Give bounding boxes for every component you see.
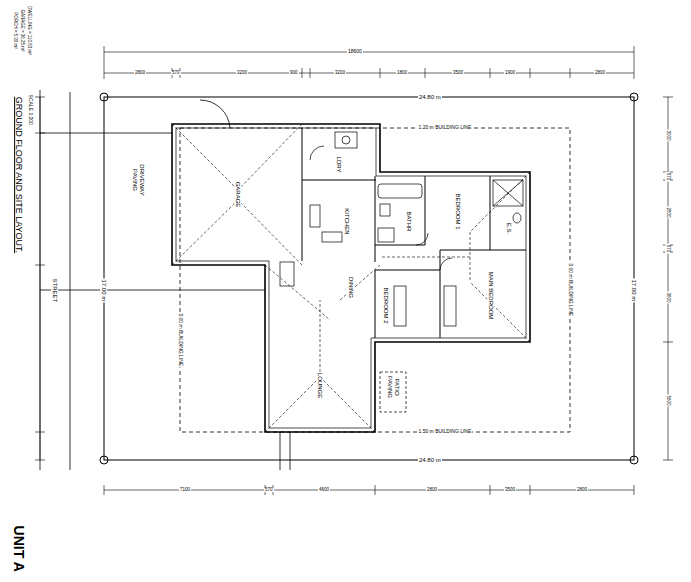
bedroom-room: BEDROOM 1	[427, 178, 488, 244]
room-label-group: MAIN BEDROOM	[487, 270, 494, 320]
room-name: BATHR	[405, 210, 412, 232]
dimension-text: 3000	[666, 129, 671, 141]
dimension-lines	[35, 46, 673, 495]
room-name: BEDROOM 2	[382, 286, 389, 324]
dimension-text: 3500	[452, 71, 464, 76]
bathroom-room: BATHR	[395, 200, 423, 242]
lounge-room: LOUNGE	[300, 345, 340, 425]
room-name: MAIN BEDROOM	[487, 270, 494, 320]
dimension-text: 1900	[504, 71, 516, 76]
dimension-text: 2800	[134, 71, 146, 76]
bedroom-room: BEDROOM 2	[377, 272, 393, 338]
setback-note: 3.00 m BUILDING LINE	[567, 262, 573, 317]
dimension-text: 5600	[666, 394, 671, 406]
external-walls	[172, 124, 530, 432]
dimension-text: 4600	[318, 488, 330, 493]
internal-walls	[302, 128, 526, 338]
dining-room: DINING	[330, 262, 370, 312]
site-boundary	[100, 93, 638, 464]
room-label-group: BEDROOM 2	[382, 286, 389, 324]
room-name: KITCHEN	[343, 207, 350, 235]
ensuite-room: E.S.	[492, 208, 526, 248]
room-name: BEDROOM 1	[454, 192, 461, 230]
room-name: PAVING	[386, 375, 393, 399]
dimension-text: 3200	[334, 71, 346, 76]
dimension-text: 1800	[396, 71, 408, 76]
room-label-group: BEDROOM 1	[454, 192, 461, 230]
room-name: GARAGE	[235, 180, 242, 208]
dimension-text: 2800	[426, 488, 438, 493]
street-name: STREET	[52, 277, 59, 303]
dimension-text: 18600	[347, 49, 363, 55]
dimension-text: 570	[665, 171, 670, 181]
scale-note: SCALE 1:200	[27, 94, 33, 126]
room-name: PATIO	[393, 377, 400, 396]
drawing-title: GROUND FLOOR AND SITE LAYOUT.	[13, 96, 23, 254]
bedroom-room: MAIN BEDROOM	[458, 252, 524, 338]
dimension-text: 3200	[236, 71, 248, 76]
setback-note: 1.50 m BUILDING LINE	[418, 429, 473, 435]
setback-note: 3.00 m BUILDING LINE	[177, 312, 183, 367]
room-label-group: GARAGE	[235, 180, 242, 208]
boundary-dimension: 17.00 m	[631, 278, 638, 302]
room-name: LOUNGE	[317, 371, 324, 398]
room-name: LDRY	[336, 155, 343, 173]
room-label-group: PATIOPAVING	[386, 375, 400, 399]
dimension-text: 570	[264, 488, 274, 493]
unit-name: UNIT A	[10, 524, 25, 572]
dimension-text: 570	[171, 71, 181, 76]
room-name: E.S.	[506, 221, 513, 234]
roof-hip-lines	[172, 124, 530, 432]
room-label-group: BATHR	[405, 210, 412, 232]
room-label-group: E.S.	[506, 221, 513, 234]
dimension-text: 2800	[576, 488, 588, 493]
driveway-area: DRIVEWAYPAVING	[110, 110, 165, 250]
room-name: DINING	[347, 276, 354, 299]
dimension-text: 570	[665, 243, 670, 253]
dimension-text: 3500	[504, 488, 516, 493]
area-note: PORCH = 5.30 m²	[11, 11, 16, 50]
boundary-dimension: 17.00 m	[101, 278, 108, 302]
room-label-group: LOUNGE	[317, 371, 324, 398]
garage-room: GARAGE	[178, 130, 298, 258]
setback-note: 1.20 m BUILDING LINE	[418, 125, 473, 131]
dimension-text: 3600	[666, 291, 671, 303]
dimension-text: 900	[289, 71, 299, 76]
kitchen-room: KITCHEN	[322, 182, 370, 260]
boundary-dimension: 24.80 m	[418, 94, 442, 101]
area-note: GARAGE = 36.25 m²	[19, 8, 24, 52]
room-label-group: LDRY	[336, 155, 343, 173]
room-label-group: DINING	[347, 276, 354, 299]
dimension-text: 2800	[666, 206, 671, 218]
fixtures	[280, 132, 523, 412]
dimension-text: 2800	[594, 71, 606, 76]
dimension-text: 7100	[179, 488, 191, 493]
room-label-group: DRIVEWAYPAVING	[131, 163, 145, 196]
area-note: DWELLING = 110.53 m²	[25, 5, 30, 56]
patio-area: PATIOPAVING	[382, 362, 404, 412]
room-name: DRIVEWAY	[138, 163, 145, 196]
room-label-group: KITCHEN	[343, 207, 350, 235]
street-lines	[40, 90, 290, 470]
boundary-dimension: 24.80 m	[418, 457, 442, 464]
laundry-room: LDRY	[305, 150, 373, 178]
room-name: PAVING	[131, 168, 138, 192]
